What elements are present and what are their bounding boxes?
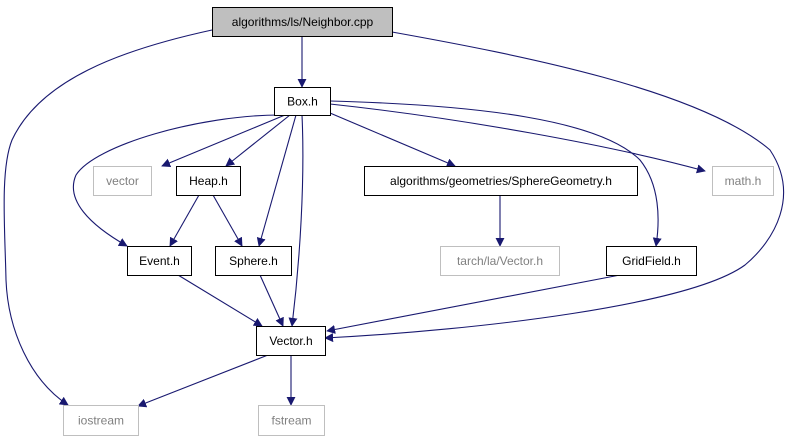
node-event-h[interactable]: Event.h (127, 246, 192, 276)
node-box (364, 166, 638, 196)
node-vector-std: vector (93, 166, 152, 196)
node-box-h[interactable]: Box.h (274, 87, 331, 116)
node-fstream: fstream (258, 405, 325, 436)
node-gridfield-h[interactable]: GridField.h (606, 246, 697, 276)
edge-sphere-h-to-vector-h (259, 274, 284, 327)
node-label: algorithms/geometries/SphereGeometry.h (390, 174, 612, 188)
node-box (440, 246, 560, 276)
node-label: vector (106, 174, 139, 188)
edge-box-h-to-sphere-h (256, 114, 297, 247)
node-sphere-h[interactable]: Sphere.h (215, 246, 292, 276)
node-label: Box.h (287, 95, 318, 109)
edge-heap-h-to-event-h (169, 194, 200, 247)
node-label: Sphere.h (229, 254, 278, 268)
node-box (606, 246, 697, 276)
node-box (274, 87, 331, 116)
node-box (712, 166, 774, 196)
edge-neighbor-cpp-to-vector-h (324, 31, 785, 343)
edge-box-h-to-vector-std (161, 114, 286, 168)
node-label: GridField.h (622, 254, 681, 268)
edge-gridfield-h-to-vector-h (326, 274, 621, 334)
node-box (127, 246, 192, 276)
node-label: fstream (271, 414, 311, 428)
edge-heap-h-to-sphere-h (212, 194, 243, 247)
edge-box-h-to-event-h (72, 114, 281, 247)
edge-box-h-to-vector-h (288, 114, 304, 327)
node-box (176, 166, 241, 196)
node-neighbor-cpp[interactable]: algorithms/ls/Neighbor.cpp (212, 7, 393, 37)
node-label: Heap.h (189, 174, 228, 188)
edge-box-h-to-gridfield-h (329, 100, 662, 247)
node-box (215, 246, 292, 276)
node-box (258, 405, 325, 436)
edge-box-h-to-math-h (329, 103, 706, 174)
node-label: algorithms/ls/Neighbor.cpp (232, 15, 374, 29)
edge-box-h-to-heap-h (225, 114, 291, 167)
node-label: math.h (725, 174, 762, 188)
edges-layer (3, 29, 785, 408)
node-spheregeometry-h[interactable]: algorithms/geometries/SphereGeometry.h (364, 166, 638, 196)
node-box (212, 7, 393, 37)
node-label: tarch/la/Vector.h (457, 254, 543, 268)
node-vector-h[interactable]: Vector.h (256, 326, 326, 356)
node-label: iostream (78, 414, 124, 428)
edge-event-h-to-vector-h (177, 274, 263, 327)
node-box (256, 326, 326, 356)
edge-vector-h-to-iostream (137, 354, 269, 408)
node-heap-h[interactable]: Heap.h (176, 166, 241, 196)
node-label: Event.h (139, 254, 180, 268)
node-box (93, 166, 152, 196)
edge-neighbor-cpp-to-iostream (3, 29, 213, 406)
node-box (63, 405, 139, 436)
node-tarch-vector-h: tarch/la/Vector.h (440, 246, 560, 276)
edge-box-h-to-spheregeometry-h (329, 112, 456, 167)
node-iostream: iostream (63, 405, 139, 436)
node-math-h: math.h (712, 166, 774, 196)
node-label: Vector.h (269, 334, 312, 348)
